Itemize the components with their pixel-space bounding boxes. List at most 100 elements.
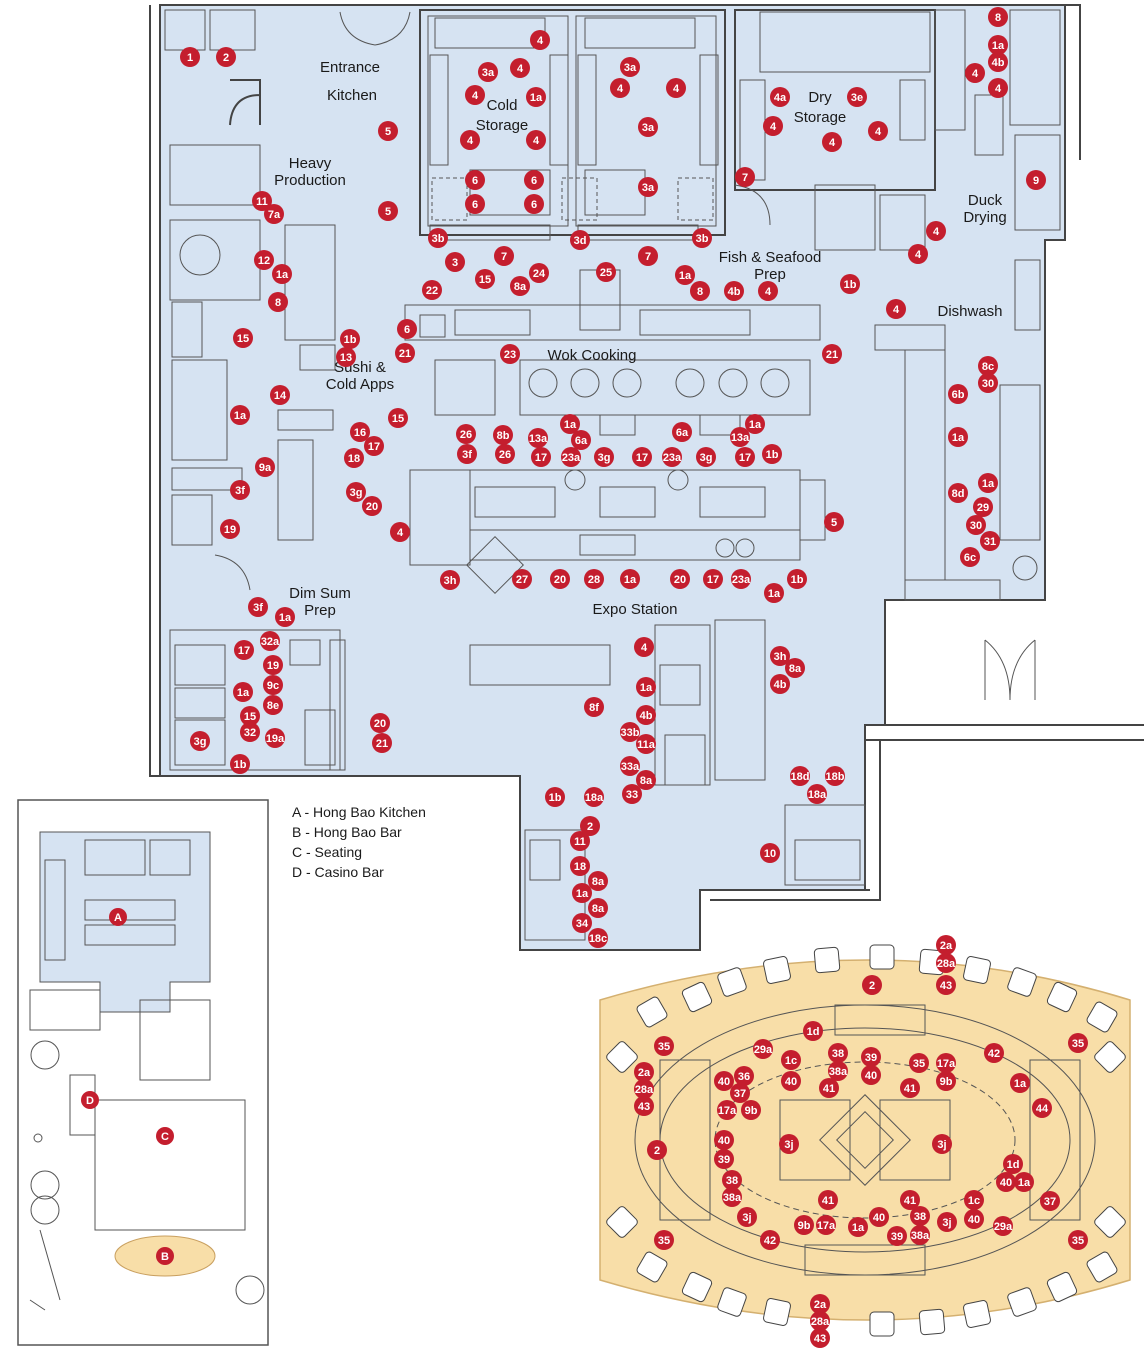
bar-tag-circle bbox=[654, 1036, 674, 1056]
kitchen-tag-label: 15 bbox=[244, 711, 256, 723]
kitchen-tag: 8 bbox=[268, 292, 288, 312]
kitchen-tag-label: 8 bbox=[697, 286, 703, 298]
bar-plan bbox=[599, 944, 1131, 1337]
kitchen-tag-circle bbox=[475, 269, 495, 289]
kitchen-tag-label: 32a bbox=[261, 636, 280, 648]
bar-tag-label: 36 bbox=[738, 1071, 750, 1083]
kitchen-tag-label: 1b bbox=[234, 759, 247, 771]
kitchen-tag-circle bbox=[272, 264, 292, 284]
kitchen-tag: 7 bbox=[494, 246, 514, 266]
kitchen-tag-label: 1a bbox=[279, 612, 292, 624]
kitchen-tag-label: 4 bbox=[829, 137, 836, 149]
kitchen-tag-circle bbox=[636, 734, 656, 754]
kitchen-tag-label: 8c bbox=[982, 361, 994, 373]
kitchen-tag: 4 bbox=[460, 130, 480, 150]
bar-tag-label: 40 bbox=[718, 1076, 730, 1088]
kitchen-tag: 8e bbox=[263, 695, 283, 715]
kitchen-tag: 11 bbox=[570, 831, 590, 851]
bar-tag-circle bbox=[1068, 1230, 1088, 1250]
kitchen-tag-circle bbox=[528, 428, 548, 448]
kitchen-tag-circle bbox=[584, 787, 604, 807]
kitchen-tag-label: 3b bbox=[432, 233, 445, 245]
kitchen-tag-circle bbox=[493, 425, 513, 445]
kitchen-tag-label: 4 bbox=[933, 226, 940, 238]
bar-tag: 41 bbox=[900, 1078, 920, 1098]
kitchen-tag: 11a bbox=[636, 734, 656, 754]
kitchen-tag: 1 bbox=[180, 47, 200, 67]
kitchen-floor bbox=[159, 4, 1066, 951]
bar-tag: 35 bbox=[654, 1036, 674, 1056]
bar-tag-circle bbox=[1032, 1098, 1052, 1118]
bar-tag-label: 37 bbox=[1044, 1196, 1056, 1208]
kitchen-tag: 4 bbox=[886, 299, 906, 319]
kitchen-tag-label: 22 bbox=[426, 285, 438, 297]
kitchen-tag: 19 bbox=[220, 519, 240, 539]
kitchen-tag-label: 15 bbox=[237, 333, 249, 345]
kitchen-tag-label: 1a bbox=[234, 410, 247, 422]
kitchen-tag-label: 1a bbox=[768, 588, 781, 600]
kitchen-tag-label: 1a bbox=[640, 682, 653, 694]
kitchen-tag-circle bbox=[594, 447, 614, 467]
kitchen-tag: 1a bbox=[636, 677, 656, 697]
kitchen-tag: 4 bbox=[763, 116, 783, 136]
kitchen-tag-circle bbox=[230, 754, 250, 774]
kitchen-tag: 1a bbox=[675, 265, 695, 285]
bar-tag-circle bbox=[760, 1230, 780, 1250]
kitchen-tag-label: 6 bbox=[472, 175, 478, 187]
kitchen-tag-circle bbox=[638, 177, 658, 197]
kitchen-tag-label: 8d bbox=[952, 488, 965, 500]
legend-b: B - Hong Bao Bar bbox=[292, 824, 402, 840]
kitchen-tag: 1a bbox=[745, 414, 765, 434]
kitchen-tag-label: 1b bbox=[791, 574, 804, 586]
kitchen-tag-label: 8e bbox=[267, 700, 279, 712]
kitchen-tag-label: 3f bbox=[253, 602, 263, 614]
kitchen-tag-label: 17 bbox=[707, 574, 719, 586]
bar-tag-circle bbox=[936, 1053, 956, 1073]
bar-tag-circle bbox=[654, 1230, 674, 1250]
bar-tag-label: 39 bbox=[891, 1231, 903, 1243]
kitchen-tag: 1a bbox=[275, 607, 295, 627]
kitchen-tag-label: 1 bbox=[187, 52, 193, 64]
kitchen-tag-circle bbox=[465, 170, 485, 190]
kitchen-tag-label: 4 bbox=[467, 135, 474, 147]
kitchen-tag: 1a bbox=[988, 35, 1008, 55]
kitchen-tag-circle bbox=[948, 384, 968, 404]
kitchen-tag: 8d bbox=[948, 483, 968, 503]
kitchen-tag-circle bbox=[731, 569, 751, 589]
marker-b: B bbox=[156, 1247, 174, 1265]
kitchen-tag: 24 bbox=[529, 263, 549, 283]
kitchen-tag: 18a bbox=[807, 784, 827, 804]
kitchen-tag-circle bbox=[980, 531, 1000, 551]
kitchen-tag-label: 21 bbox=[399, 348, 411, 360]
bar-tag-circle bbox=[932, 1134, 952, 1154]
kitchen-tag-label: 4b bbox=[992, 57, 1005, 69]
kitchen-tag-circle bbox=[636, 677, 656, 697]
kitchen-tag: 8a bbox=[588, 871, 608, 891]
kitchen-tag: 22 bbox=[422, 280, 442, 300]
bar-tag-label: 38a bbox=[911, 1230, 930, 1242]
kitchen-tag-circle bbox=[762, 444, 782, 464]
kitchen-tag-circle bbox=[255, 457, 275, 477]
kitchen-tag-label: 17 bbox=[368, 441, 380, 453]
bar-tag-label: 38 bbox=[832, 1048, 844, 1060]
kitchen-tag-circle bbox=[230, 405, 250, 425]
kitchen-tag-circle bbox=[638, 117, 658, 137]
bar-tag-circle bbox=[936, 1071, 956, 1091]
kitchen-tag: 6 bbox=[465, 170, 485, 190]
marker-c: C bbox=[156, 1127, 174, 1145]
kitchen-tag-label: 23a bbox=[663, 452, 682, 464]
kitchen-tag-label: 5 bbox=[385, 126, 391, 138]
kitchen-tag-circle bbox=[254, 250, 274, 270]
kitchen-tag-label: 33b bbox=[621, 727, 640, 739]
kitchen-tag-label: 1a bbox=[982, 478, 995, 490]
kitchen-tag-label: 30 bbox=[982, 378, 994, 390]
bar-tag-label: 1c bbox=[785, 1055, 797, 1067]
kitchen-tag-circle bbox=[638, 246, 658, 266]
bar-tag-label: 1d bbox=[807, 1026, 820, 1038]
kitchen-tag-label: 20 bbox=[374, 718, 386, 730]
bar-tag-circle bbox=[816, 1215, 836, 1235]
kitchen-tag: 1a bbox=[948, 427, 968, 447]
kitchen-tag: 8a bbox=[785, 658, 805, 678]
kitchen-tag: 26 bbox=[456, 424, 476, 444]
